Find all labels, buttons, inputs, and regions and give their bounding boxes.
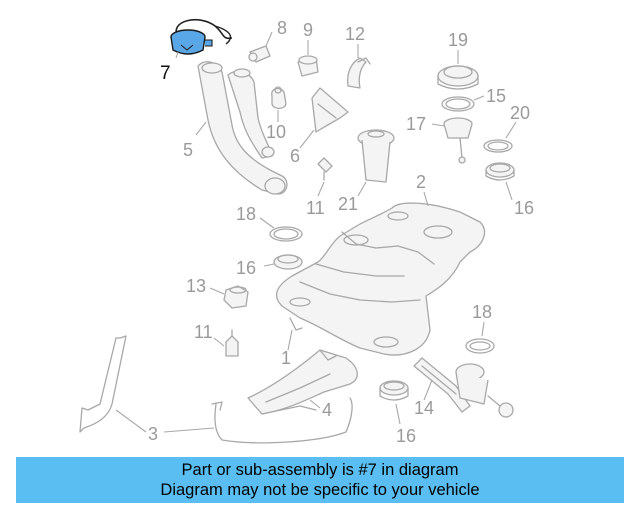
banner-line-2: Diagram may not be specific to your vehi… — [160, 481, 480, 499]
part-7-fuel-cap[interactable] — [170, 18, 233, 59]
part-10-fitting[interactable] — [271, 86, 287, 122]
part-19-lock-ring[interactable] — [437, 50, 479, 90]
callout-18-left: 18 — [236, 204, 256, 224]
part-20-ring[interactable] — [483, 121, 517, 153]
callout-3: 3 — [148, 424, 158, 444]
part-14-filler-pipe[interactable] — [413, 357, 471, 413]
callout-20: 20 — [510, 103, 530, 123]
part-11-valve-lower[interactable] — [213, 329, 239, 357]
callout-9: 9 — [303, 20, 313, 40]
callout-11-lower: 11 — [194, 322, 213, 342]
info-banner: Part or sub-assembly is #7 in diagram Di… — [16, 457, 624, 503]
callout-12: 12 — [345, 24, 365, 44]
callout-21: 21 — [338, 194, 358, 214]
callout-15: 15 — [486, 86, 506, 106]
callout-16-left: 16 — [236, 258, 256, 278]
part-16-seal-left[interactable] — [263, 254, 303, 270]
filler-housing[interactable] — [455, 363, 514, 418]
part-12-sensor[interactable] — [346, 44, 371, 89]
callout-19: 19 — [448, 30, 468, 50]
part-13-connector[interactable] — [209, 285, 249, 309]
part-6-bracket[interactable] — [299, 87, 349, 149]
callout-7: 7 — [160, 63, 171, 84]
part-2-fuel-tank[interactable] — [275, 191, 486, 356]
callout-11-upper: 11 — [306, 198, 325, 218]
callout-2: 2 — [416, 172, 426, 192]
callout-1: 1 — [281, 348, 291, 368]
callout-4: 4 — [322, 400, 332, 420]
part-17-sender[interactable] — [431, 117, 473, 164]
part-1-heat-shield[interactable] — [247, 329, 358, 415]
part-4-shield[interactable] — [261, 399, 321, 415]
part-9-valve[interactable] — [297, 40, 319, 77]
part-21-fuel-pump[interactable] — [357, 129, 395, 197]
part-5-filler-neck[interactable] — [195, 61, 288, 195]
callout-6: 6 — [290, 146, 300, 166]
part-8-clip[interactable] — [248, 31, 273, 63]
banner-line-1: Part or sub-assembly is #7 in diagram — [181, 461, 459, 479]
part-18-ring-left[interactable] — [259, 217, 303, 242]
callout-14: 14 — [414, 398, 434, 418]
parts-diagram: 7 8 9 12 19 15 20 17 5 10 6 21 11 2 16 1… — [79, 18, 534, 446]
callout-5: 5 — [183, 140, 193, 160]
part-15-seal[interactable] — [441, 95, 485, 112]
part-16-seal-upper[interactable] — [485, 162, 515, 201]
part-11-valve-upper[interactable] — [317, 157, 333, 197]
callout-18-right: 18 — [472, 302, 492, 322]
callout-8: 8 — [277, 18, 287, 38]
callout-13: 13 — [186, 276, 206, 296]
callout-17: 17 — [406, 114, 426, 134]
callout-16-upper: 16 — [514, 198, 534, 218]
part-18-ring-right[interactable] — [465, 321, 495, 354]
callout-10: 10 — [266, 122, 286, 142]
part-16-seal-lower[interactable] — [379, 380, 409, 425]
part-3-tank-strap[interactable] — [79, 335, 353, 444]
callout-16-lower: 16 — [396, 426, 416, 446]
